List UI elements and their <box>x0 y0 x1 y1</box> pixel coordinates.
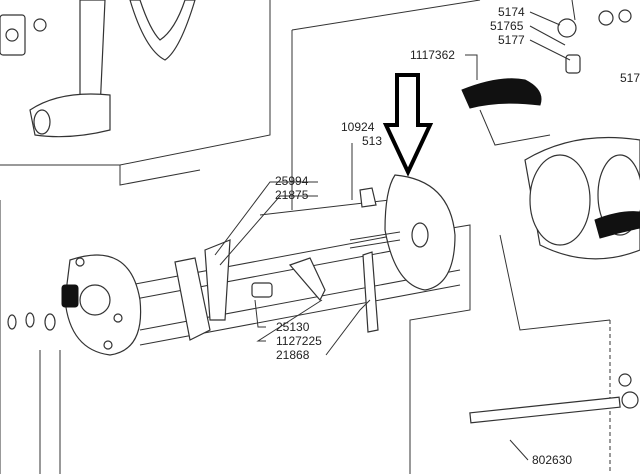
middle-parts <box>174 187 379 341</box>
part-label-25994: 25994 <box>275 174 309 188</box>
part-label-1127225: 1127225 <box>276 334 322 348</box>
part-label-802630: 802630 <box>532 453 573 467</box>
part-label-1117362: 1117362 <box>410 48 455 62</box>
leader-lines <box>214 11 571 461</box>
down-arrow-icon <box>382 73 434 177</box>
part-label-513: 513 <box>362 134 383 148</box>
part-label-10924: 10924 <box>341 120 375 134</box>
part-label-5174: 5174 <box>498 5 525 19</box>
part-label-25130: 25130 <box>276 320 310 334</box>
part-label-5177: 5177 <box>498 33 525 47</box>
side-plate <box>7 254 142 356</box>
top-right-parts <box>461 0 632 109</box>
round-plate <box>349 174 456 291</box>
part-label-517: 517 <box>620 71 640 85</box>
frame-lines <box>0 0 611 474</box>
part-label-21868: 21868 <box>276 348 310 362</box>
part-label-21875: 21875 <box>275 188 309 202</box>
long-shaft <box>469 373 639 424</box>
handle-part <box>0 0 196 138</box>
spool-frame <box>524 136 640 260</box>
part-label-51765: 51765 <box>490 19 524 33</box>
